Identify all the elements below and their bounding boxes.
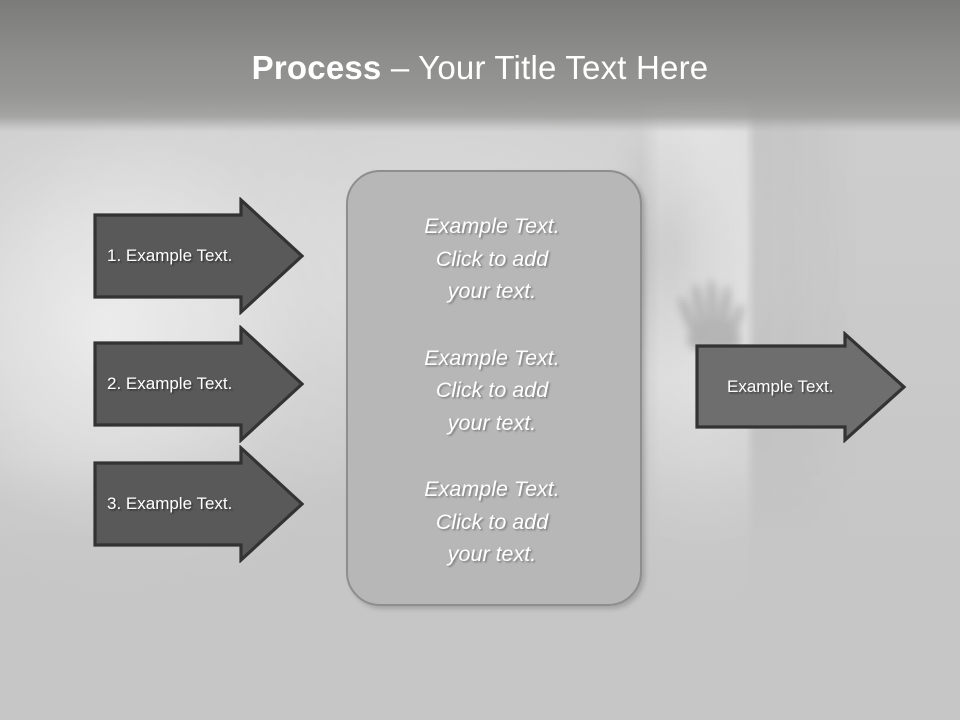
arrow-right-icon: [93, 197, 305, 315]
process-detail-panel-content: Example Text. Click to add your text. Ex…: [348, 210, 640, 571]
process-arrow-step-1[interactable]: 1. Example Text.: [93, 197, 305, 315]
process-arrow-step-1-label: 1. Example Text.: [107, 246, 233, 265]
process-detail-panel[interactable]: Example Text. Click to add your text. Ex…: [346, 170, 642, 606]
process-detail-block-1-line-3: your text.: [447, 279, 537, 303]
process-detail-block-2-line-1: Example Text.: [424, 345, 560, 370]
process-arrow-step-3[interactable]: 3. Example Text.: [93, 445, 305, 563]
page-title-rest: – Your Title Text Here: [381, 49, 709, 86]
process-detail-block-1-line-2: Click to add: [435, 246, 549, 271]
process-detail-block-2-line-2: Click to add: [435, 378, 549, 402]
process-detail-block-2-line-3: your text.: [447, 410, 537, 435]
process-detail-block-3: Example Text. Click to add your text.: [366, 473, 618, 571]
process-arrow-step-2-label: 2. Example Text.: [107, 374, 233, 393]
process-arrow-step-2[interactable]: 2. Example Text.: [93, 325, 305, 443]
process-detail-block-1: Example Text. Click to add your text.: [366, 210, 618, 308]
page-title-bold: Process: [251, 49, 382, 86]
process-detail-block-3-line-1: Example Text.: [424, 477, 560, 501]
arrow-right-icon: [695, 331, 907, 443]
process-detail-block-3-line-3: your text.: [447, 542, 537, 566]
arrow-right-icon: [93, 325, 305, 443]
process-detail-block-2: Example Text. Click to add your text.: [366, 342, 618, 440]
page-title: Process – Your Title Text Here: [0, 48, 960, 88]
process-arrow-outcome-label: Example Text.: [727, 377, 834, 396]
process-arrow-outcome[interactable]: Example Text.: [695, 331, 907, 443]
process-detail-block-1-line-1: Example Text.: [424, 214, 560, 238]
arrow-right-icon: [93, 445, 305, 563]
process-detail-block-3-line-2: Click to add: [435, 509, 549, 534]
title-band: [0, 0, 960, 132]
process-arrow-step-3-label: 3. Example Text.: [107, 494, 233, 513]
